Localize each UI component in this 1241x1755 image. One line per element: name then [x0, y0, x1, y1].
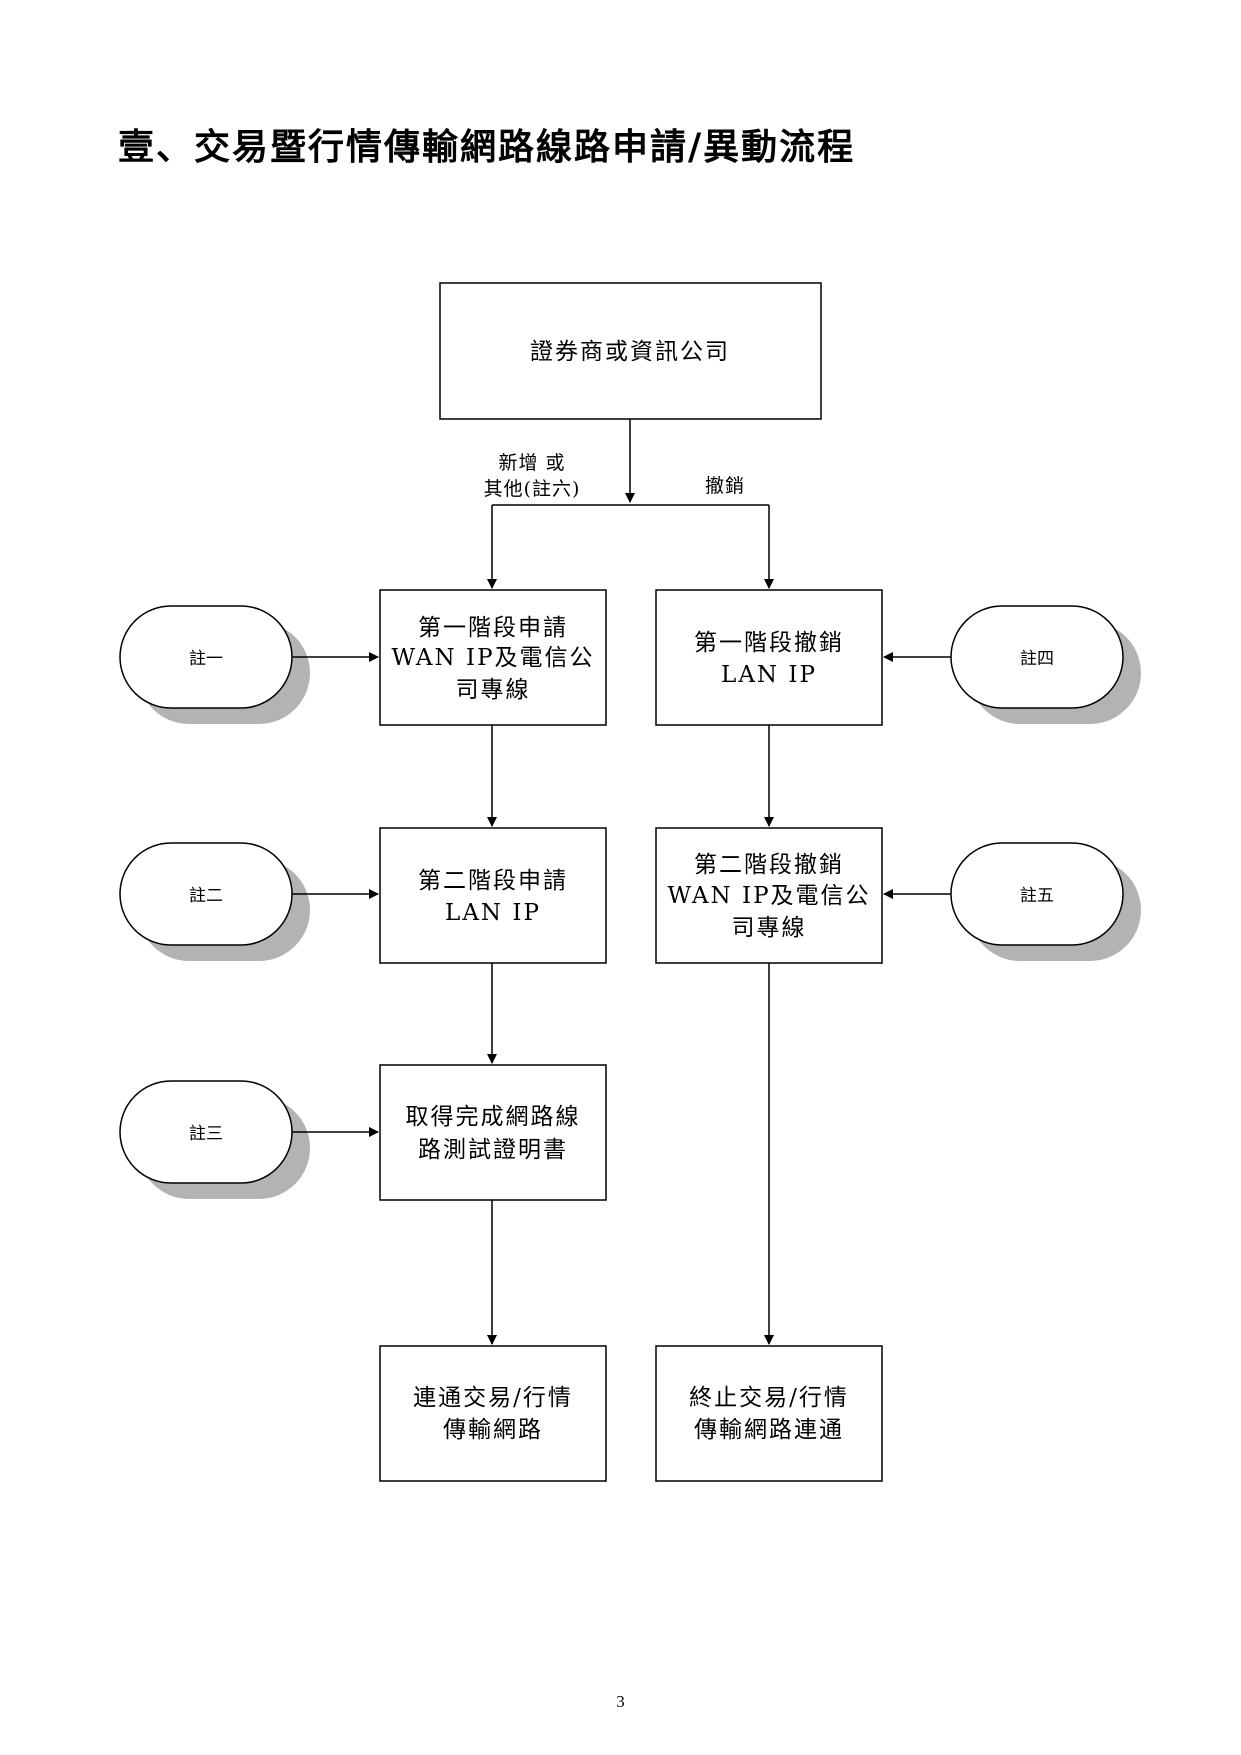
- page-number: 3: [616, 1692, 625, 1711]
- note-3-label: 註三: [189, 1124, 223, 1144]
- step-apply-phase1: 第一階段申請 WAN IP及電信公 司專線: [379, 589, 607, 726]
- step-test-certificate-line1: 取得完成網路線: [406, 1104, 581, 1130]
- note-3: 註三: [119, 1080, 310, 1199]
- step-apply-phase2: 第二階段申請 LAN IP: [379, 827, 607, 964]
- step-terminate-network-line2: 傳輸網路連通: [694, 1417, 844, 1443]
- step-revoke-phase1-line1: 第一階段撤銷: [694, 630, 844, 656]
- step-apply-phase1-line1: 第一階段申請: [418, 615, 568, 641]
- note-2: 註二: [119, 842, 310, 961]
- step-test-certificate: 取得完成網路線 路測試證明書: [379, 1064, 607, 1201]
- start-box-label: 證券商或資訊公司: [530, 339, 730, 365]
- page-heading: 壹、交易暨行情傳輸網路線路申請/異動流程: [118, 126, 856, 168]
- step-revoke-phase1: 第一階段撤銷 LAN IP: [655, 589, 883, 726]
- branch-label-add-line2: 其他(註六): [484, 478, 581, 500]
- step-connect-network-line1: 連通交易/行情: [413, 1385, 573, 1411]
- step-revoke-phase2-line1: 第二階段撤銷: [694, 852, 844, 878]
- step-apply-phase1-line2: WAN IP及電信公: [391, 645, 594, 671]
- note-1-label: 註一: [189, 649, 223, 669]
- note-5-label: 註五: [1020, 886, 1054, 906]
- step-apply-phase2-line1: 第二階段申請: [418, 868, 568, 894]
- step-test-certificate-line2: 路測試證明書: [418, 1137, 568, 1163]
- step-apply-phase1-line3: 司專線: [456, 677, 531, 703]
- step-connect-network: 連通交易/行情 傳輸網路: [379, 1345, 607, 1482]
- note-4: 註四: [950, 605, 1141, 724]
- step-terminate-network: 終止交易/行情 傳輸網路連通: [655, 1345, 883, 1482]
- step-revoke-phase2-line3: 司專線: [732, 915, 807, 941]
- split-connectors: [487, 419, 774, 589]
- branch-label-revoke: 撤銷: [705, 475, 745, 497]
- start-box: 證券商或資訊公司: [439, 282, 822, 420]
- step-revoke-phase2-line2: WAN IP及電信公: [667, 883, 870, 909]
- step-revoke-phase2: 第二階段撤銷 WAN IP及電信公 司專線: [655, 827, 883, 964]
- note-1: 註一: [119, 605, 310, 724]
- step-revoke-phase1-line2: LAN IP: [721, 662, 817, 688]
- note-4-label: 註四: [1020, 649, 1054, 669]
- branch-label-add-line1: 新增 或: [498, 452, 565, 474]
- step-connect-network-line2: 傳輸網路: [443, 1417, 543, 1443]
- step-terminate-network-line1: 終止交易/行情: [689, 1385, 849, 1411]
- note-5: 註五: [950, 842, 1141, 961]
- step-apply-phase2-line2: LAN IP: [445, 900, 541, 926]
- note-2-label: 註二: [189, 886, 223, 906]
